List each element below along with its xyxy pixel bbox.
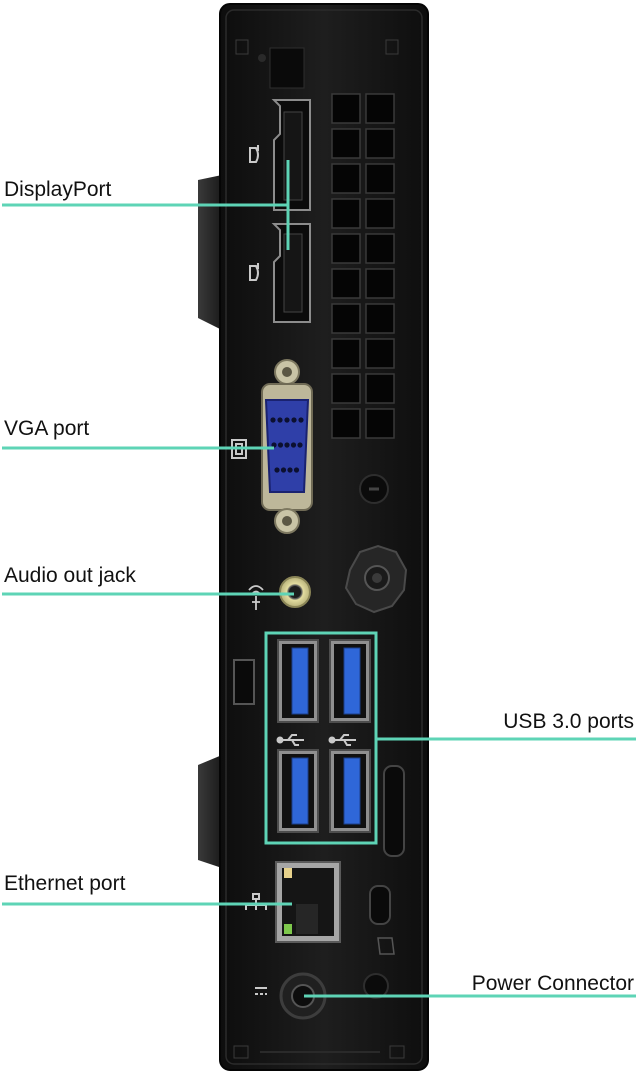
lock-icon (377, 937, 395, 955)
vga-port (261, 359, 313, 534)
usb-port-1 (277, 639, 319, 723)
usb-ports (276, 639, 371, 833)
power-icon (255, 987, 267, 995)
label-displayport: DisplayPort (4, 178, 112, 201)
top-notch-left (235, 39, 249, 55)
callout-lines (2, 160, 636, 998)
usb-port-3 (277, 749, 319, 833)
displayport-upper (271, 99, 311, 211)
vent-grid (331, 93, 395, 439)
label-usb: USB 3.0 ports (503, 710, 634, 733)
top-notch-right (385, 39, 399, 55)
usb-icon (328, 734, 356, 746)
usb-icon (276, 734, 304, 746)
displayport-lower (271, 223, 311, 323)
side-slot (383, 765, 405, 857)
label-power: Power Connector (471, 972, 634, 995)
screw-hole-lower (363, 973, 389, 999)
side-clip (233, 659, 255, 705)
usb-port-2 (329, 639, 371, 723)
bottom-latch-right (389, 1045, 405, 1059)
displayport-icon (249, 145, 259, 281)
chassis-inner-edge (225, 9, 423, 1065)
top-latch (269, 47, 305, 89)
label-ethernet: Ethernet port (4, 872, 126, 895)
lock-slot (369, 885, 391, 925)
label-vga: VGA port (4, 417, 90, 440)
chassis-side-bottom (198, 755, 222, 868)
thumb-screw (344, 544, 408, 614)
usb-port-4 (329, 749, 371, 833)
chassis-side-top (198, 175, 222, 330)
bottom-latch-left (233, 1045, 249, 1059)
label-audio: Audio out jack (4, 564, 136, 587)
ethernet-port (275, 861, 341, 943)
top-screw (258, 54, 266, 62)
